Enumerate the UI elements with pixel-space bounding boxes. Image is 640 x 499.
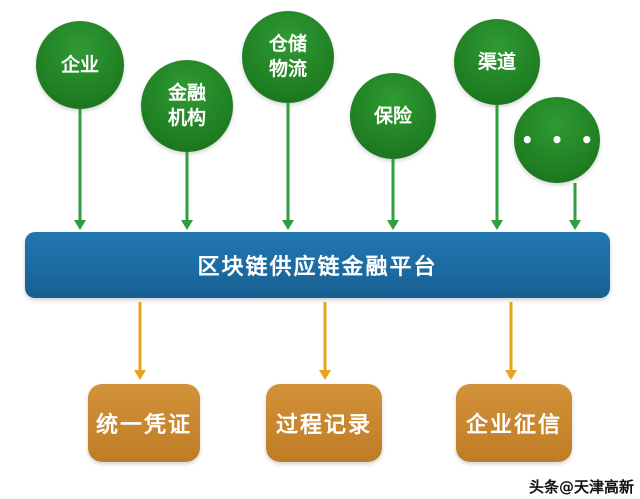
arrow-head (319, 370, 331, 380)
arrow-head (134, 370, 146, 380)
arrow-head (491, 220, 503, 230)
arrow-shaft (509, 302, 513, 371)
source-node-financial-institution: 金融 机构 (141, 60, 233, 152)
source-node-insurance: 保险 (350, 73, 436, 159)
arrow-shaft (573, 183, 577, 221)
arrow-down-icon (282, 103, 294, 230)
source-node-channel: 渠道 (454, 19, 540, 105)
source-node-warehouse-logistics: 仓储 物流 (242, 11, 334, 103)
arrow-head (505, 370, 517, 380)
platform-bar: 区块链供应链金融平台 (25, 232, 610, 298)
output-node-enterprise-credit: 企业征信 (456, 384, 572, 462)
source-node-enterprise: 企业 (36, 21, 124, 109)
arrow-shaft (185, 152, 189, 221)
arrow-head (387, 220, 399, 230)
arrow-shaft (391, 159, 395, 221)
arrow-down-icon (319, 302, 331, 380)
arrow-shaft (286, 103, 290, 221)
arrow-down-icon (134, 302, 146, 380)
arrow-shaft (138, 302, 142, 371)
arrow-down-icon (74, 109, 86, 230)
arrow-down-icon (505, 302, 517, 380)
arrow-shaft (78, 109, 82, 221)
arrow-down-icon (491, 105, 503, 230)
arrow-shaft (495, 105, 499, 221)
arrow-down-icon (181, 152, 193, 230)
watermark-text: 头条@天津高新 (528, 478, 634, 496)
arrow-head (181, 220, 193, 230)
arrow-down-icon (387, 159, 399, 230)
output-node-unified-certificate: 统一凭证 (88, 384, 200, 462)
arrow-head (569, 220, 581, 230)
arrow-shaft (323, 302, 327, 371)
output-node-process-record: 过程记录 (266, 384, 382, 462)
arrow-down-icon (569, 183, 581, 230)
arrow-head (74, 220, 86, 230)
arrow-head (282, 220, 294, 230)
source-node-ellipsis: • • • (514, 97, 600, 183)
